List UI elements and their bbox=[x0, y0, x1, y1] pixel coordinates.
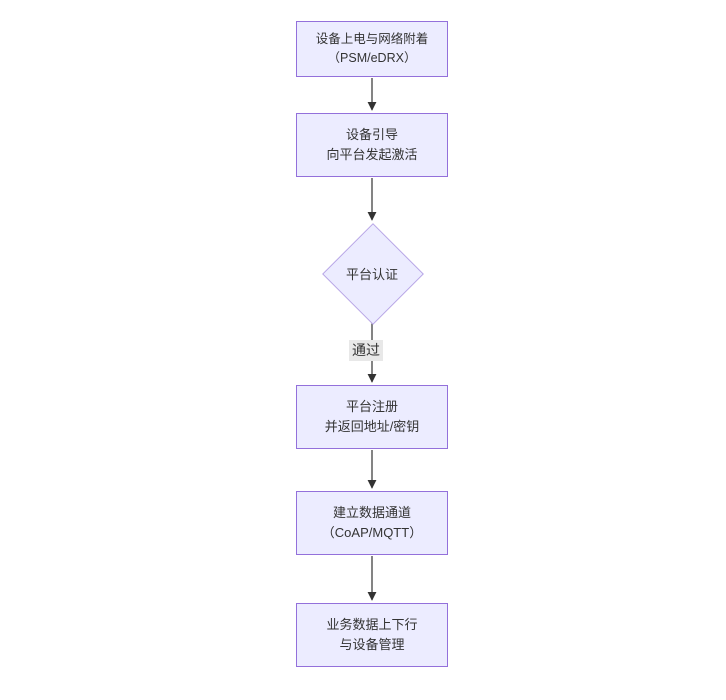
node-text-line: 并返回地址/密钥 bbox=[324, 419, 420, 434]
node-text-line: 业务数据上下行 bbox=[326, 617, 418, 632]
node-data-channel: 建立数据通道 （CoAP/MQTT） bbox=[296, 491, 448, 555]
node-text-line: （CoAP/MQTT） bbox=[321, 525, 423, 540]
node-text-line: 建立数据通道 bbox=[332, 505, 411, 520]
decision-platform-auth-label: 平台认证 bbox=[345, 266, 398, 282]
node-text-line: 平台注册 bbox=[345, 399, 398, 414]
node-text-line: 与设备管理 bbox=[339, 637, 405, 652]
node-device-power-attach: 设备上电与网络附着 （PSM/eDRX） bbox=[296, 21, 448, 77]
node-platform-register: 平台注册 并返回地址/密钥 bbox=[296, 385, 448, 449]
node-business-data: 业务数据上下行 与设备管理 bbox=[296, 603, 448, 667]
node-text-line: （PSM/eDRX） bbox=[327, 51, 417, 65]
node-text-line: 设备引导 bbox=[345, 127, 398, 142]
edge-label-pass: 通过 bbox=[349, 340, 383, 361]
node-device-bootstrap: 设备引导 向平台发起激活 bbox=[296, 113, 448, 177]
node-text-line: 设备上电与网络附着 bbox=[315, 32, 429, 46]
node-text-line: 向平台发起激活 bbox=[326, 147, 418, 162]
